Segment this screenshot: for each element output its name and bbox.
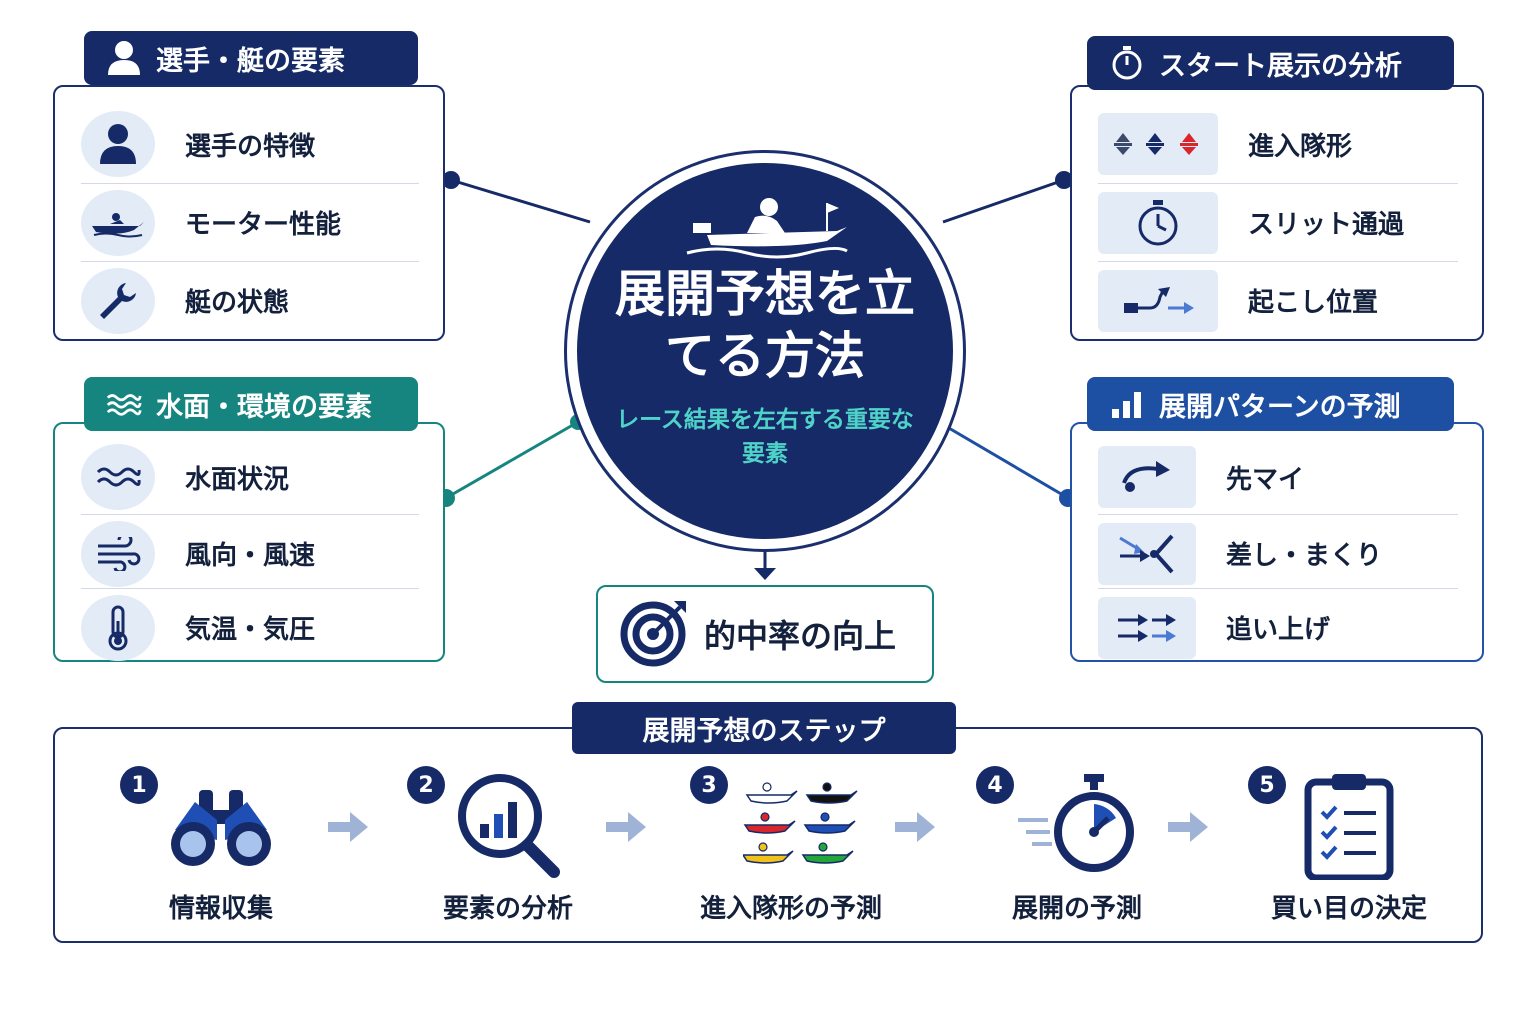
converge-arrows-icon bbox=[1098, 522, 1196, 585]
environment-item-label: 気温・気圧 bbox=[185, 615, 316, 645]
step-arrow-icon bbox=[895, 812, 935, 842]
player-item-label: モーター性能 bbox=[185, 210, 342, 240]
player-item-1: 選手の特徴 bbox=[81, 105, 419, 183]
step-label: 買い目の決定 bbox=[1270, 894, 1427, 924]
start-item-label: 進入隊形 bbox=[1248, 131, 1353, 162]
step-number: 4 bbox=[976, 766, 1014, 804]
environment-panel-title: 水面・環境の要素 bbox=[84, 377, 418, 431]
step-1: 1 情報収集 bbox=[116, 760, 326, 930]
hub-title: 展開予想を立てる方法 bbox=[615, 265, 915, 385]
start-panel-title: スタート展示の分析 bbox=[1087, 36, 1454, 90]
hub-subtitle: レース結果を左右する重要な要素 bbox=[616, 407, 914, 467]
step-number: 5 bbox=[1248, 766, 1286, 804]
turn-arrow-icon bbox=[1098, 269, 1218, 332]
steps-title: 展開予想のステップ bbox=[572, 702, 956, 754]
waves-icon bbox=[106, 386, 142, 422]
player-item-2: モーター性能 bbox=[81, 183, 419, 261]
environment-panel-title-text: 水面・環境の要素 bbox=[156, 391, 372, 423]
person-icon bbox=[106, 40, 142, 76]
boat-mark bbox=[801, 842, 854, 864]
pattern-item-3: 追い上げ bbox=[1098, 588, 1458, 666]
start-item-label: スリット通過 bbox=[1248, 210, 1405, 240]
step-number: 3 bbox=[690, 766, 728, 804]
boat-mark bbox=[805, 782, 858, 804]
curve-arrow-icon bbox=[1098, 446, 1196, 508]
step-5: 5 買い目の決定 bbox=[1244, 760, 1454, 930]
start-item-3: 起こし位置 bbox=[1098, 261, 1458, 339]
environment-item-1: 水面状況 bbox=[81, 438, 419, 516]
environment-item-3: 気温・気圧 bbox=[81, 588, 419, 666]
bar-chart-icon bbox=[1109, 386, 1145, 422]
racing-boat-icon bbox=[686, 198, 848, 259]
pattern-item-1: 先マイ bbox=[1098, 438, 1458, 516]
binoculars-icon bbox=[156, 770, 286, 880]
step-arrow-icon bbox=[328, 812, 368, 842]
environment-item-2: 風向・風速 bbox=[81, 514, 419, 592]
wrench-icon bbox=[81, 267, 155, 334]
player-panel-title: 選手・艇の要素 bbox=[84, 31, 418, 85]
clipboard-icon bbox=[1284, 770, 1414, 880]
thermometer-icon bbox=[81, 594, 155, 661]
player-item-label: 艇の状態 bbox=[185, 288, 290, 318]
start-item-1: 進入隊形 bbox=[1098, 105, 1458, 183]
start-item-2: スリット通過 bbox=[1098, 183, 1458, 261]
pattern-panel-title: 展開パターンの予測 bbox=[1087, 377, 1454, 431]
step-label: 進入隊形の予測 bbox=[699, 894, 882, 924]
result-box: 的中率の向上 bbox=[596, 585, 934, 683]
step-4: 4 展開の予測 bbox=[972, 760, 1182, 930]
start-panel-title-text: スタート展示の分析 bbox=[1159, 50, 1402, 82]
step-label: 情報収集 bbox=[168, 894, 273, 924]
player-item-3: 艇の状態 bbox=[81, 261, 419, 339]
formation-icon bbox=[1098, 113, 1218, 175]
boats-grid-icon bbox=[738, 770, 878, 880]
pattern-item-2: 差し・まくり bbox=[1098, 514, 1458, 592]
pattern-item-label: 差し・まくり bbox=[1226, 541, 1383, 571]
boat-mark bbox=[745, 782, 798, 804]
start-panel: 進入隊形 スリット通過 起こし位置 bbox=[1070, 85, 1484, 341]
step-label: 展開の予測 bbox=[1011, 894, 1142, 924]
step-2: 2 要素の分析 bbox=[403, 760, 613, 930]
pattern-item-label: 先マイ bbox=[1226, 464, 1305, 495]
swap-arrows-icon bbox=[1098, 596, 1196, 659]
waves-icon bbox=[81, 444, 155, 510]
person-icon bbox=[81, 111, 155, 177]
pattern-panel-title-text: 展開パターンの予測 bbox=[1159, 391, 1401, 423]
step-arrow-icon bbox=[1168, 812, 1208, 842]
fast-stopwatch-icon bbox=[1012, 770, 1142, 880]
stopwatch-icon bbox=[1098, 191, 1218, 254]
boat-mark bbox=[743, 842, 794, 864]
pattern-panel: 先マイ 差し・まくり 追い上げ bbox=[1070, 422, 1484, 662]
environment-panel: 水面状況 風向・風速 気温・気圧 bbox=[53, 422, 445, 662]
step-3: 3 進入隊形の予測 bbox=[686, 760, 896, 930]
boat-mark bbox=[803, 812, 856, 834]
wind-icon bbox=[81, 520, 155, 587]
result-label: 的中率の向上 bbox=[704, 617, 897, 655]
pattern-item-label: 追い上げ bbox=[1226, 615, 1331, 645]
boat-icon bbox=[81, 189, 155, 256]
steps-panel bbox=[53, 727, 1483, 943]
target-icon bbox=[620, 597, 690, 671]
central-hub-inner: 展開予想を立てる方法 レース結果を左右する重要な要素 bbox=[577, 163, 953, 539]
magnifier-chart-icon bbox=[443, 770, 573, 880]
player-panel-title-text: 選手・艇の要素 bbox=[156, 45, 345, 77]
boat-mark bbox=[743, 812, 796, 834]
player-item-label: 選手の特徴 bbox=[185, 131, 316, 162]
step-arrow-icon bbox=[606, 812, 646, 842]
player-panel: 選手の特徴 モーター性能 艇の状態 bbox=[53, 85, 445, 341]
environment-item-label: 水面状況 bbox=[185, 464, 290, 495]
step-number: 1 bbox=[120, 766, 158, 804]
stopwatch-icon bbox=[1109, 45, 1145, 81]
environment-item-label: 風向・風速 bbox=[185, 541, 316, 571]
step-number: 2 bbox=[407, 766, 445, 804]
step-label: 要素の分析 bbox=[442, 894, 573, 924]
start-item-label: 起こし位置 bbox=[1248, 288, 1379, 318]
central-hub: 展開予想を立てる方法 レース結果を左右する重要な要素 bbox=[564, 150, 966, 552]
